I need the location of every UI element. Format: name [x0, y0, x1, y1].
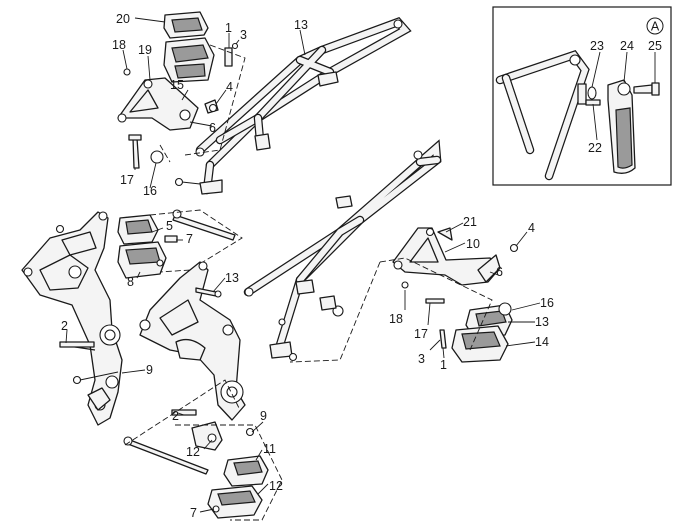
callout-17: 17 — [120, 173, 134, 187]
callout-13b: 13 — [225, 271, 239, 285]
bolt-17 — [132, 137, 140, 169]
upper-left-footpeg-group — [117, 11, 246, 169]
callout-16: 16 — [143, 184, 157, 198]
center-hanger-bracket — [139, 261, 246, 421]
detail-a-inset: A — [492, 6, 672, 186]
callout-17b: 17 — [414, 327, 428, 341]
callout-9: 9 — [146, 363, 153, 377]
callout-6: 6 — [209, 121, 216, 135]
callout-10: 10 — [466, 237, 480, 251]
callout-1b: 1 — [440, 358, 447, 372]
callout-19: 19 — [138, 43, 152, 57]
callout-5: 5 — [166, 219, 173, 233]
callout-4: 4 — [226, 80, 233, 94]
bolt-17b — [425, 298, 445, 304]
inset-mount-plate — [577, 83, 587, 105]
right-footpeg-group — [379, 227, 519, 363]
callout-18: 18 — [112, 38, 126, 52]
nut-4 — [509, 243, 519, 253]
callout-20: 20 — [116, 12, 130, 26]
inset-washer — [587, 86, 597, 100]
callout-18b: 18 — [389, 312, 403, 326]
callout-labels: 20 1 3 13 18 19 15 4 6 17 16 5 7 8 13 2 … — [61, 12, 662, 520]
center-footpegs — [117, 209, 243, 279]
callout-25: 25 — [648, 39, 662, 53]
callout-22: 22 — [588, 141, 602, 155]
inset-marker-circle — [646, 17, 664, 35]
callout-15: 15 — [170, 78, 184, 92]
bolt-2a — [59, 341, 95, 348]
left-front-bracket — [21, 211, 123, 426]
callout-7b: 7 — [190, 506, 197, 520]
callout-21: 21 — [463, 215, 477, 229]
callout-13: 13 — [294, 18, 308, 32]
callout-14: 14 — [535, 335, 549, 349]
inset-marker-label: A — [651, 20, 660, 34]
leader-lines — [65, 17, 656, 513]
lower-footpeg-group — [123, 379, 283, 521]
callout-12b: 12 — [269, 479, 283, 493]
inset-screw — [633, 84, 653, 94]
spring-1b — [439, 329, 447, 349]
callout-9b: 9 — [260, 409, 267, 423]
callout-2: 2 — [61, 319, 68, 333]
callout-12: 12 — [186, 445, 200, 459]
callout-2b: 2 — [172, 409, 179, 423]
callout-4b: 4 — [528, 221, 535, 235]
lower-bracket-12 — [191, 421, 223, 451]
callout-13c: 13 — [535, 315, 549, 329]
callout-8: 8 — [127, 275, 134, 289]
callout-16b: 16 — [540, 296, 554, 310]
pin-rod — [172, 214, 236, 241]
callout-6b: 6 — [496, 265, 503, 279]
spring-7 — [164, 235, 178, 243]
callout-7: 7 — [186, 232, 193, 246]
callout-11: 11 — [263, 442, 276, 456]
washer-16 — [150, 150, 164, 164]
middle-subframe — [243, 139, 442, 363]
callout-1: 1 — [225, 21, 232, 35]
upper-subframe — [174, 17, 412, 195]
callout-23: 23 — [590, 39, 604, 53]
washer-16b — [498, 302, 512, 316]
spring-1 — [224, 47, 233, 67]
callout-3: 3 — [240, 28, 247, 42]
callout-24: 24 — [620, 39, 634, 53]
callout-3b: 3 — [418, 352, 425, 366]
footpeg-bracket-19 — [117, 77, 199, 131]
